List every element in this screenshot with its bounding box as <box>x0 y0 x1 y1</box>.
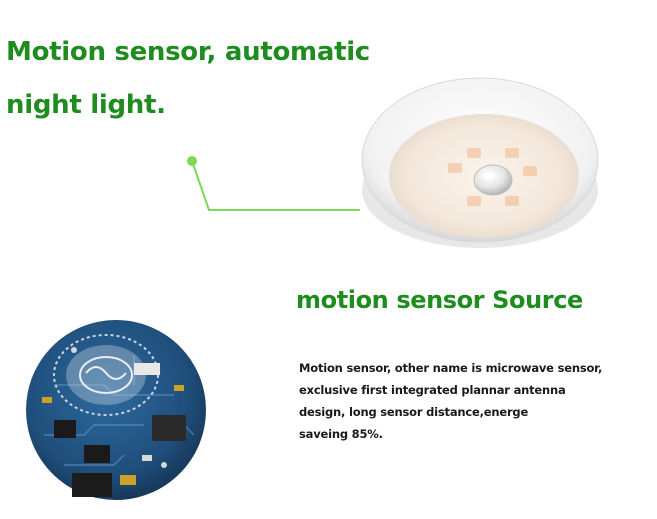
description-line-1: Motion sensor, other name is microwave s… <box>299 361 603 375</box>
headline: Motion sensor, automatic night light. <box>6 26 370 132</box>
description-line-2: exclusive first integrated plannar anten… <box>299 383 566 397</box>
chip-icon <box>152 415 186 441</box>
headline-line-2: night light. <box>6 90 166 120</box>
led-chip-icon <box>448 148 537 206</box>
night-light-image <box>361 77 599 248</box>
section-description: Motion sensor, other name is microwave s… <box>299 357 639 445</box>
circuit-board-image <box>26 320 206 500</box>
pir-lens-icon <box>473 164 513 196</box>
callout-dot-icon <box>187 156 197 166</box>
description-line-4: saveing 85%. <box>299 427 383 441</box>
headline-line-1: Motion sensor, automatic <box>6 37 370 67</box>
description-line-3: design, long sensor distance,energe <box>299 405 529 419</box>
section-title: motion sensor Source <box>296 286 583 314</box>
